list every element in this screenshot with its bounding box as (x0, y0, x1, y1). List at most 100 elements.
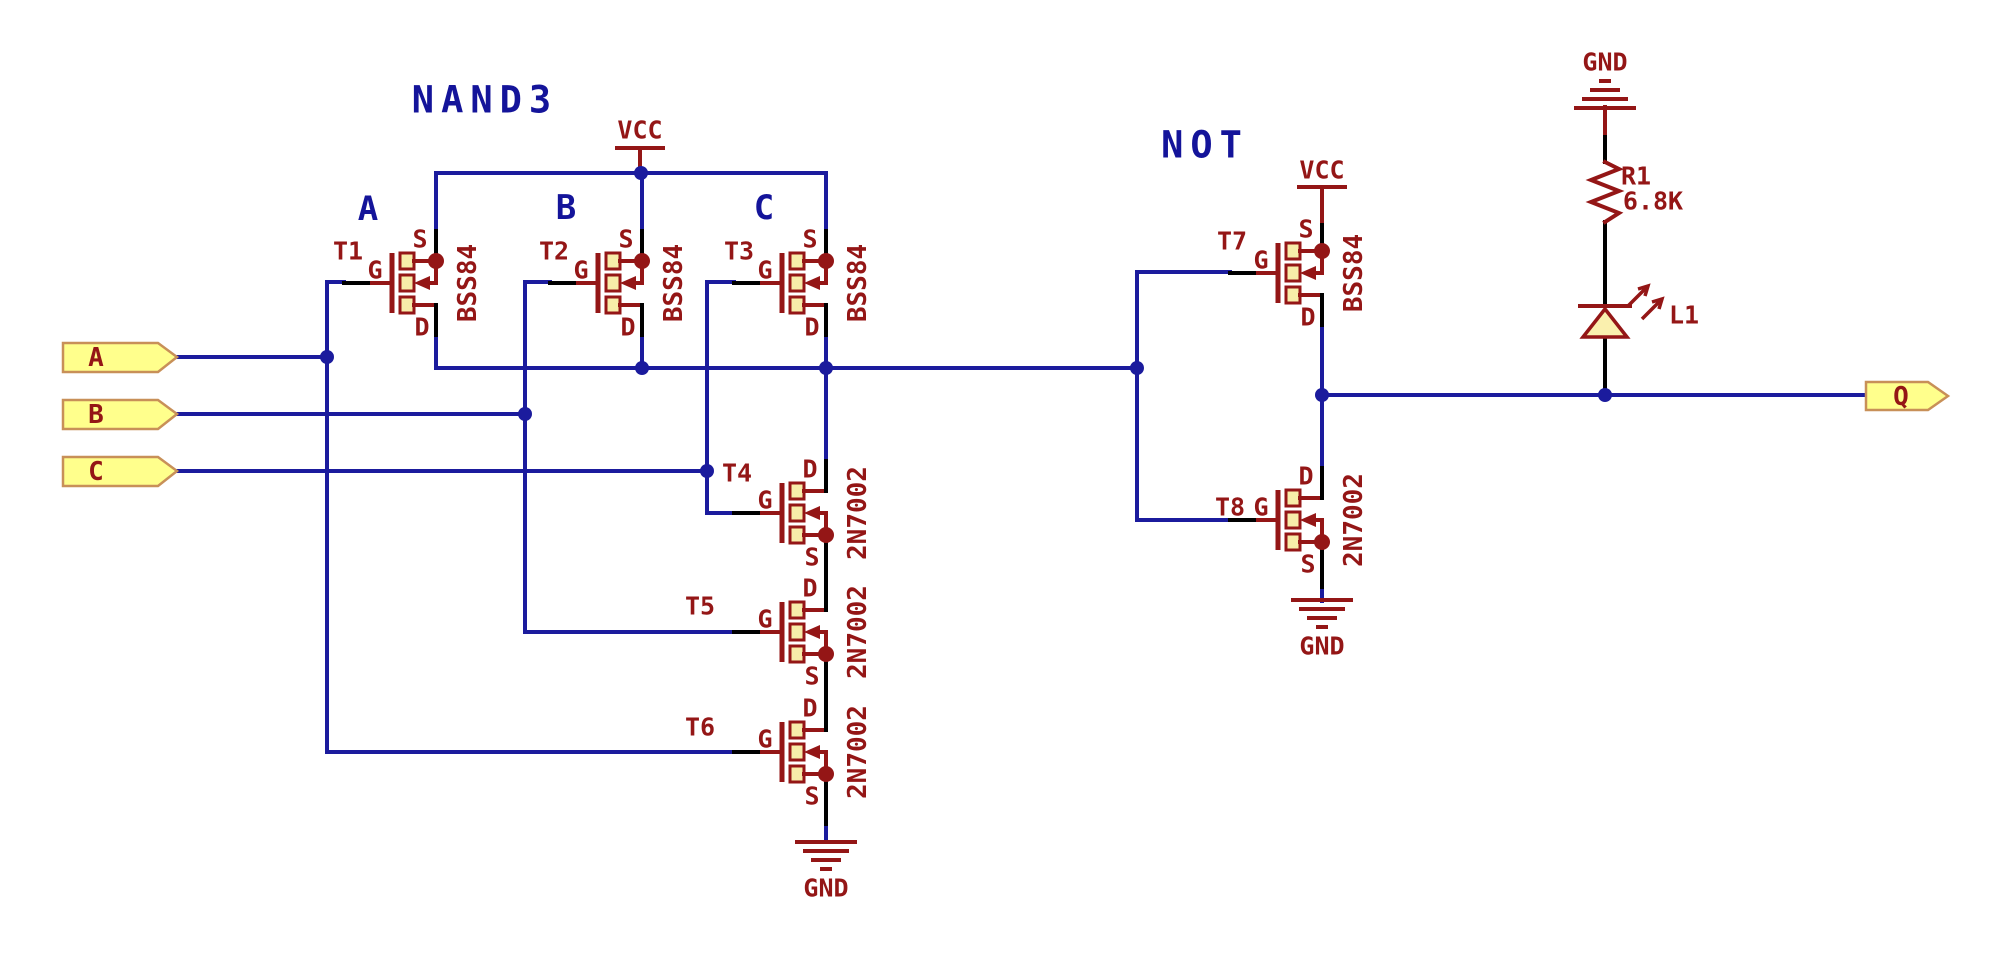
bulk-arrow-icon (1300, 266, 1316, 280)
ref-label[interactable]: T8 (1215, 493, 1245, 522)
pin-label-gate: G (1253, 493, 1268, 522)
source-dot (818, 253, 834, 269)
source-dot (1314, 243, 1330, 259)
led-light-arrow-icon (1640, 296, 1665, 321)
input-annotation-b[interactable]: B (556, 188, 576, 228)
bulk-arrow-icon (804, 506, 820, 520)
bulk-arrow-icon (414, 276, 430, 290)
net-wires (175, 171, 1868, 843)
title-not[interactable]: NOT (1161, 124, 1249, 167)
vcc-label: VCC (617, 116, 662, 145)
bulk-arrow-icon (804, 625, 820, 639)
transistor-t3[interactable]: S D GT3 BSS84 (724, 225, 873, 342)
title-nand3[interactable]: NAND3 (412, 79, 558, 122)
net-flag-a[interactable]: A (61, 341, 180, 374)
gnd-symbol-1[interactable]: GND (795, 840, 857, 903)
ref-label[interactable]: T5 (685, 592, 715, 621)
value-label[interactable]: BSS84 (453, 244, 483, 322)
ref-label[interactable]: T6 (685, 713, 715, 742)
pin-label-bottom: D (804, 313, 819, 342)
vcc-symbol-1[interactable]: VCC (615, 116, 665, 175)
pin-label-top: S (1298, 215, 1313, 244)
net-flag-b[interactable]: B (61, 398, 180, 431)
transistor-t6[interactable]: D S G T6 2N7002 (685, 694, 873, 811)
channel-segment (788, 525, 806, 545)
channel-segment (1284, 241, 1302, 261)
pin-label-top: S (618, 225, 633, 254)
resistor-r1[interactable]: R16.8K (1585, 159, 1683, 225)
value-label[interactable]: BSS84 (843, 244, 873, 322)
channel-segment (1284, 510, 1302, 530)
wire-vcc-rail[interactable] (434, 171, 828, 234)
input-annotation-c[interactable]: C (754, 188, 774, 228)
ref-label[interactable]: T2 (539, 237, 569, 266)
wire-net-a[interactable] (325, 280, 736, 754)
value-label[interactable]: 2N7002 (843, 585, 873, 679)
bulk-arrow-icon (620, 276, 636, 290)
pin-label-gate: G (367, 256, 382, 285)
channel-segment (604, 273, 622, 293)
pin-label-top: D (802, 455, 817, 484)
net-flag-q[interactable]: Q (1864, 380, 1951, 412)
channel-segment (788, 273, 806, 293)
channel-segment (788, 251, 806, 271)
pin-label-bottom: D (414, 313, 429, 342)
pin-label-gate: G (757, 486, 772, 515)
channel-segment (788, 600, 806, 620)
junction-dot (819, 361, 833, 375)
channel-segment (1284, 488, 1302, 508)
value-label[interactable]: BSS84 (1339, 234, 1369, 312)
value-label[interactable]: 2N7002 (843, 705, 873, 799)
ref-label[interactable]: T7 (1217, 227, 1247, 256)
flag-shape (61, 341, 180, 374)
wire-net-b[interactable] (523, 280, 736, 634)
channel-segment (788, 644, 806, 664)
value-label[interactable]: BSS84 (659, 244, 689, 322)
vcc-symbol-2[interactable]: VCC (1297, 156, 1347, 223)
ref-label[interactable]: T4 (722, 459, 752, 488)
net-flag-c[interactable]: C (61, 455, 180, 488)
pin-label-gate: G (757, 725, 772, 754)
gnd-symbol-3[interactable]: GND (1574, 48, 1636, 110)
led-ref[interactable]: L1 (1669, 301, 1699, 330)
channel-segment (788, 503, 806, 523)
junction-dot (1598, 388, 1612, 402)
wire-net-c[interactable] (705, 280, 736, 515)
channel-segment (788, 622, 806, 642)
resistor-ref[interactable]: R1 (1621, 162, 1651, 191)
wire-not-input[interactable] (1135, 270, 1232, 522)
flag-shape (61, 398, 180, 431)
pin-label-top: D (802, 694, 817, 723)
wire-nand-output[interactable] (434, 333, 1139, 370)
pin-label-gate: G (1253, 246, 1268, 275)
led-l1[interactable]: L1 (1578, 283, 1699, 339)
gnd-label: GND (1582, 48, 1627, 77)
pin-label-bottom: S (1300, 550, 1315, 579)
value-label[interactable]: 2N7002 (1339, 473, 1369, 567)
gnd-symbol-2[interactable]: GND (1291, 598, 1353, 661)
channel-segment (788, 720, 806, 740)
input-annotation-a[interactable]: A (358, 189, 378, 229)
flag-shape (61, 455, 180, 488)
pin-label-gate: G (757, 256, 772, 285)
pin-label-top: S (802, 225, 817, 254)
gnd-label: GND (803, 874, 848, 903)
ref-label[interactable]: T3 (724, 237, 754, 266)
pin-label-gate: G (573, 256, 588, 285)
junction-dot (634, 166, 648, 180)
channel-segment (398, 251, 416, 271)
flag-label: B (88, 400, 104, 430)
value-label[interactable]: 2N7002 (843, 466, 873, 560)
pin-label-bottom: S (804, 782, 819, 811)
flag-shape (1864, 380, 1951, 412)
source-dot (818, 766, 834, 782)
ref-label[interactable]: T1 (333, 237, 363, 266)
resistor-value[interactable]: 6.8K (1623, 187, 1683, 216)
